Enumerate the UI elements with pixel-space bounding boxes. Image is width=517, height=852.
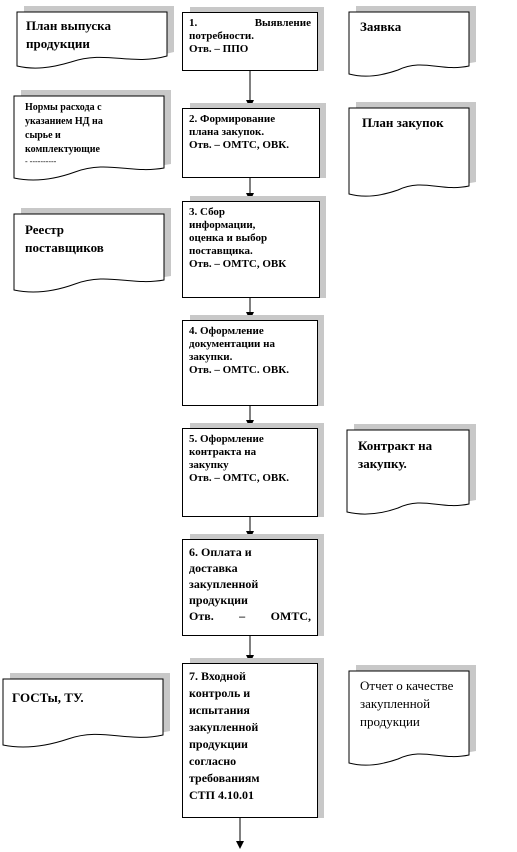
step-7-line-8: СТП 4.10.01 [189, 788, 255, 802]
input-document-1-shape [16, 6, 174, 69]
step-7-line-7: требованиям [189, 771, 260, 785]
input-document-2-shape [13, 90, 171, 181]
input-document-3-line-1: Реестр [25, 222, 65, 237]
step-1-line-2: потребности. [189, 30, 254, 42]
input-document-2-line-4: комплектующие [25, 144, 100, 155]
output-document-1-line-1: Заявка [360, 19, 402, 34]
output-document-3-shape [346, 424, 476, 515]
step-5-line-2: контракта на [189, 446, 257, 458]
step-7-line-6: согласно [189, 754, 237, 768]
output-document-4-line-2: закупленной [360, 696, 431, 711]
step-3-line-4: поставщика. [189, 245, 253, 257]
step-7-line-2: контроль и [189, 686, 251, 700]
output-document-3: Контракт на закупку. [358, 437, 432, 473]
output-document-4-line-1: Отчет о качестве [360, 678, 454, 693]
output-document-4: Отчет о качестве закупленной продукции [360, 677, 453, 731]
input-document-1-line-1: План выпуска [26, 18, 111, 33]
input-document-1-line-2: продукции [26, 36, 90, 51]
input-document-2-line-2: указанием НД на [25, 116, 103, 127]
step-5-line-4: Отв. – ОМТС, ОВК. [189, 472, 289, 484]
step-5-line-1: 5. Оформление [189, 433, 264, 445]
output-document-3-line-1: Контракт на [358, 438, 433, 453]
output-document-4-line-3: продукции [360, 714, 420, 729]
step-3-line-1: 3. Сбор [189, 206, 226, 218]
step-7-line-4: закупленной [189, 720, 259, 734]
input-document-2: Нормы расхода с указанием НД на сырье и … [25, 101, 103, 167]
step-6-line-5: Отв. – ОМТС, [189, 609, 311, 623]
process-step-2: 2. Формирование плана закупок. Отв. – ОМ… [182, 108, 320, 178]
step-7-line-5: продукции [189, 737, 248, 751]
output-document-2: План закупок [362, 114, 444, 132]
step-6-line-2: доставка [189, 561, 238, 575]
input-document-4: ГОСТы, ТУ. [12, 689, 84, 707]
input-document-4-line-1: ГОСТы, ТУ. [12, 690, 84, 705]
step-6-line-1: 6. Оплата и [189, 545, 252, 559]
step-4-line-3: закупки. [189, 351, 233, 363]
step-3-line-2: информации, [189, 219, 256, 231]
step-6-line-3: закупленной [189, 577, 259, 591]
input-document-2-line-1: Нормы расхода с [25, 102, 102, 113]
step-1-line-1: 1. Выявление [189, 17, 311, 29]
step-2-line-1: 2. Формирование [189, 113, 276, 125]
step-2-line-2: плана закупок. [189, 126, 265, 138]
output-document-1-shape [348, 6, 476, 77]
process-step-7: 7. Входной контроль и испытания закуплен… [182, 663, 318, 818]
input-document-1: План выпуска продукции [26, 17, 111, 53]
step-3-line-5: Отв. – ОМТС, ОВК [189, 258, 287, 270]
input-document-3: Реестр поставщиков [25, 221, 104, 257]
process-step-5: 5. Оформление контракта на закупку Отв. … [182, 428, 318, 517]
process-step-1: 1. Выявление потребности. Отв. – ППО [182, 12, 318, 71]
input-document-4-shape [2, 673, 170, 748]
process-step-6: 6. Оплата и доставка закупленной продукц… [182, 539, 318, 636]
output-document-1: Заявка [360, 18, 401, 36]
step-3-line-3: оценка и выбор [189, 232, 268, 244]
output-document-2-shape [348, 102, 476, 197]
step-4-line-2: документации на [189, 338, 275, 350]
output-document-2-line-1: План закупок [362, 115, 444, 130]
output-document-3-line-2: закупку. [358, 456, 407, 471]
step-4-line-4: Отв. – ОМТС. ОВК. [189, 364, 289, 376]
step-5-line-3: закупку [189, 459, 229, 471]
step-6-line-4: продукции [189, 593, 248, 607]
step-7-line-1: 7. Входной [189, 669, 246, 683]
input-document-3-line-2: поставщиков [25, 240, 104, 255]
step-4-line-1: 4. Оформление [189, 325, 264, 337]
output-document-4-shape [348, 665, 476, 766]
step-1-line-3: Отв. – ППО [189, 43, 249, 55]
input-document-3-shape [13, 208, 171, 293]
process-step-3: 3. Сбор информации, оценка и выбор поста… [182, 201, 320, 298]
input-document-2-line-3: сырье и [25, 130, 61, 141]
step-7-line-3: испытания [189, 703, 250, 717]
step-2-line-3: Отв. – ОМТС, ОВК. [189, 139, 289, 151]
input-document-2-line-5: - ---------- [25, 157, 57, 166]
process-step-4: 4. Оформление документации на закупки. О… [182, 320, 318, 406]
